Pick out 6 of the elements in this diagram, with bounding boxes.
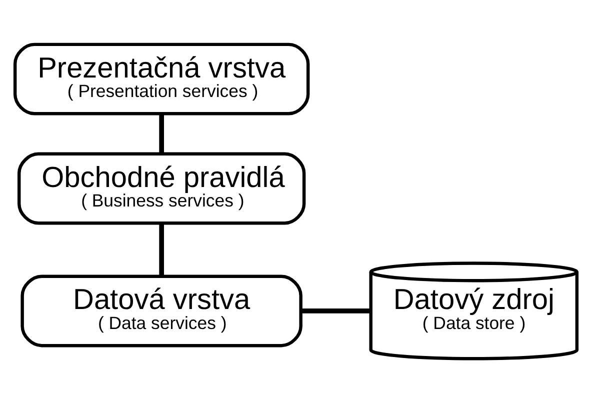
node-box: Prezentačná vrstva ( Presentation services ) — [13, 42, 310, 116]
connector — [159, 223, 164, 276]
connector — [301, 308, 371, 314]
node-box: Datová vrstva ( Data services ) — [20, 274, 302, 348]
node-box: Obchodné pravidlá ( Business services ) — [18, 152, 306, 225]
connector — [159, 114, 164, 154]
